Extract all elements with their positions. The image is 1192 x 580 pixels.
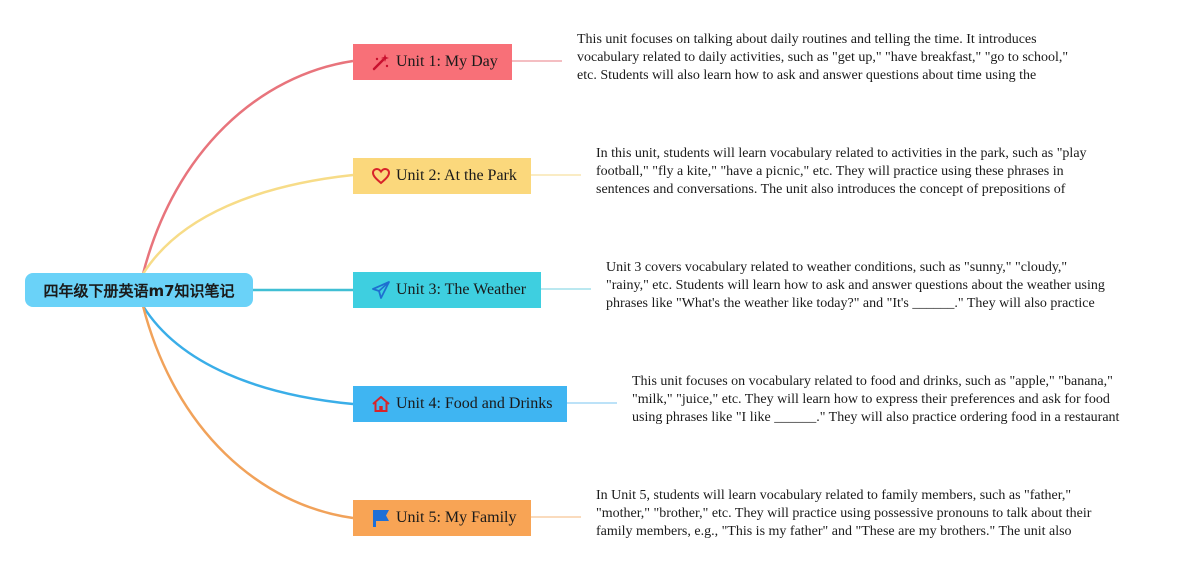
topic-unit-5[interactable]: Unit 5: My Family [353, 500, 531, 536]
note-unit-5: In Unit 5, students will learn vocabular… [596, 488, 1092, 539]
note-unit-1: This unit focuses on talking about daily… [577, 32, 1069, 83]
topic-unit-4-title: Unit 4: Food and Drinks [396, 395, 553, 412]
topic-unit-2[interactable]: Unit 2: At the Park [353, 158, 531, 194]
root-topic[interactable]: 四年级下册英语m7知识笔记 [25, 273, 253, 307]
heart-icon [371, 166, 391, 186]
note-unit-4: This unit focuses on vocabulary related … [632, 374, 1120, 425]
connector-unit-5 [141, 305, 354, 520]
topic-unit-4[interactable]: Unit 4: Food and Drinks [353, 386, 567, 422]
connector-unit-2 [141, 173, 354, 275]
magic-wand-icon [371, 52, 391, 72]
topic-unit-3[interactable]: Unit 3: The Weather [353, 272, 541, 308]
note-unit-3: Unit 3 covers vocabulary related to weat… [606, 260, 1105, 311]
topic-unit-2-title: Unit 2: At the Park [396, 167, 517, 184]
connector-unit-4 [141, 305, 354, 406]
topic-unit-3-title: Unit 3: The Weather [396, 281, 527, 298]
root-topic-title: 四年级下册英语m7知识笔记 [43, 281, 235, 300]
topic-unit-1[interactable]: Unit 1: My Day [353, 44, 512, 80]
paper-plane-icon [371, 280, 391, 300]
connector-unit-1 [141, 59, 354, 275]
note-unit-2: In this unit, students will learn vocabu… [596, 146, 1087, 197]
topic-unit-1-title: Unit 1: My Day [396, 53, 498, 70]
flag-icon [371, 508, 391, 528]
topic-unit-5-title: Unit 5: My Family [396, 509, 517, 526]
home-icon [371, 394, 391, 414]
